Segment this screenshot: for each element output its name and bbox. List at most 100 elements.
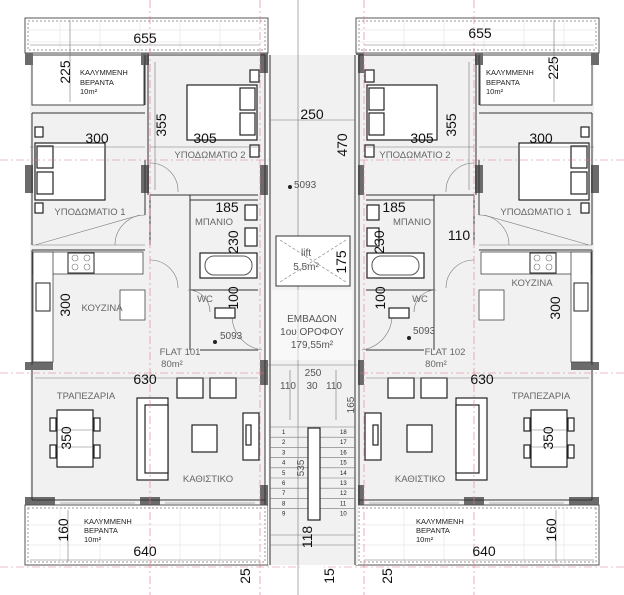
bottom-veranda-label-2: ΒΕΡΑΝΤΑ [84,526,118,535]
top-veranda-label: ΚΑΛΥΜΜΕΝΗ [486,68,534,77]
level-mark: 5093 [413,326,436,337]
bedroom-1-width-dim: 300 [85,130,109,146]
lift-label: lift [301,248,311,259]
lift-shaft [275,235,351,287]
top-veranda-label-2: ΒΕΡΑΝΤΑ [486,78,520,87]
core-labels: 250 470 5093 lift 5,5m² 175 ΕΜΒΑΔΟΝ 1ου … [280,106,357,584]
landing-left-dim: 110 [280,381,296,392]
bedroom-1-label: ΥΠΟΔΩΜΑΤΙΟ 1 [54,207,125,218]
floor-area-value: 179,55m² [291,340,334,351]
stair-step-number: 15 [340,461,347,467]
stair-step-number: 13 [340,481,347,487]
bottom-veranda-label: ΚΑΛΥΜΜΕΝΗ [84,517,132,526]
floor-area-label-2: 1ου ΟΡΟΦΟΥ [280,327,344,338]
flat-101 [0,0,301,595]
edge-dim: 25 [237,568,253,584]
dining-label: ΤΡΑΠΕΖΑΡΙΑ [512,391,571,402]
stair-step-number: 5 [282,471,286,477]
stair-run-dim: 535 [296,459,307,476]
living-label: ΚΑΘΙΣΤΙΚΟ [183,474,233,485]
bathroom-label: ΜΠΑΝΙΟ [393,217,431,228]
core-width-dim: 250 [300,106,324,122]
bathroom-depth-dim: 230 [371,230,387,254]
core-height-dim: 470 [334,133,350,157]
wc-depth-dim: 100 [225,286,241,310]
top-veranda-area: 10m² [80,87,98,96]
living-label: ΚΑΘΙΣΤΙΚΟ [395,474,445,485]
flat-102 [323,0,624,595]
bottom-veranda-depth-dim: 160 [55,518,71,542]
stair-step-number: 12 [340,491,347,497]
level-mark: 5093 [220,331,243,342]
edge-dim: 25 [379,568,395,584]
floor-area-label: ΕΜΒΑΔΟΝ [287,314,337,325]
wc-label: WC [412,294,428,305]
bedroom-2-width-dim: 305 [193,130,217,146]
bathroom-width-dim: 185 [215,199,239,215]
stair-step-number: 17 [340,440,347,446]
dining-label: ΤΡΑΠΕΖΑΡΙΑ [57,391,116,402]
landing-total-dim: 250 [305,368,322,379]
bathroom-label: ΜΠΑΝΙΟ [195,217,233,228]
stair-step-number: 2 [282,440,286,446]
flat-area: 80m² [161,359,183,370]
dining-depth-dim: 350 [540,426,556,450]
bottom-veranda-area: 10m² [84,535,102,544]
bottom-veranda-width-dim: 640 [133,543,157,559]
bedroom-2-depth-dim: 355 [443,113,459,137]
bathroom-width-dim: 185 [382,199,406,215]
bottom-veranda-depth-dim: 160 [543,518,559,542]
stair-step-number: 4 [282,461,286,467]
stair-step-number: 7 [282,491,286,497]
lift-area: 5,5m² [293,262,319,273]
kitchen-depth-dim: 300 [547,296,563,320]
kitchen-label: ΚΟΥΖΙΝΑ [81,303,123,314]
stair-step-number: 14 [340,471,347,477]
wc-label: WC [197,294,213,305]
bottom-veranda-width-dim: 640 [472,543,496,559]
stair-step-number: 3 [282,450,286,456]
living-width-dim: 630 [133,371,157,387]
kitchen-label: ΚΟΥΖΙΝΑ [511,278,553,289]
bedroom-1-label: ΥΠΟΔΩΜΑΤΙΟ 1 [500,207,571,218]
top-veranda-label-2: ΒΕΡΑΝΤΑ [80,78,114,87]
bathroom-depth-dim: 230 [225,230,241,254]
bedroom-1-width-dim: 300 [529,130,553,146]
bottom-veranda-label: ΚΑΛΥΜΜΕΝΗ [416,517,464,526]
top-veranda-depth-dim: 225 [545,56,561,80]
stair-step-number: 6 [282,481,286,487]
stair-step-number: 8 [282,501,286,507]
top-veranda-area: 10m² [486,87,504,96]
landing-middle-dim: 30 [306,381,318,392]
landing-depth-dim: 165 [346,396,357,413]
bottom-veranda-area: 10m² [416,535,434,544]
wc-depth-dim: 100 [372,286,388,310]
bedroom-2-width-dim: 305 [410,130,434,146]
top-veranda-label: ΚΑΛΥΜΜΕΝΗ [80,68,128,77]
bedroom-2-label: ΥΠΟΔΩΜΑΤΙΟ 2 [379,150,450,161]
stair-step-number: 11 [340,501,347,507]
top-width-dim: 655 [468,25,492,41]
stair-step-number: 1 [282,430,286,436]
dining-depth-dim: 350 [58,426,74,450]
lift-depth-dim: 175 [333,250,349,274]
stair-edge-dim: 15 [321,568,337,584]
stair-step-number: 16 [340,450,347,456]
top-width-dim: 655 [133,30,157,46]
stair-step-number: 9 [282,512,286,518]
landing-right-dim: 110 [326,381,342,392]
flat-102-labels: 655 225 ΚΑΛΥΜΜΕΝΗ ΒΕΡΑΝΤΑ 10m² 300 305 3… [371,25,572,584]
flat-101-labels: 655 225 ΚΑΛΥΜΜΕΝΗ ΒΕΡΑΝΤΑ 10m² 300 305 3… [54,30,253,584]
bedroom-2-label: ΥΠΟΔΩΜΑΤΙΟ 2 [174,150,245,161]
stair-step-number: 10 [340,512,347,518]
bottom-veranda-label-2: ΒΕΡΑΝΤΑ [416,526,450,535]
flat-name: FLAT 102 [425,347,466,358]
corridor-dim: 110 [448,227,471,243]
top-veranda-depth-dim: 225 [57,60,73,84]
flat-area: 80m² [425,359,447,370]
core-level-mark: 5093 [294,180,317,191]
flat-name: FLAT 101 [160,347,201,358]
living-width-dim: 630 [470,371,494,387]
